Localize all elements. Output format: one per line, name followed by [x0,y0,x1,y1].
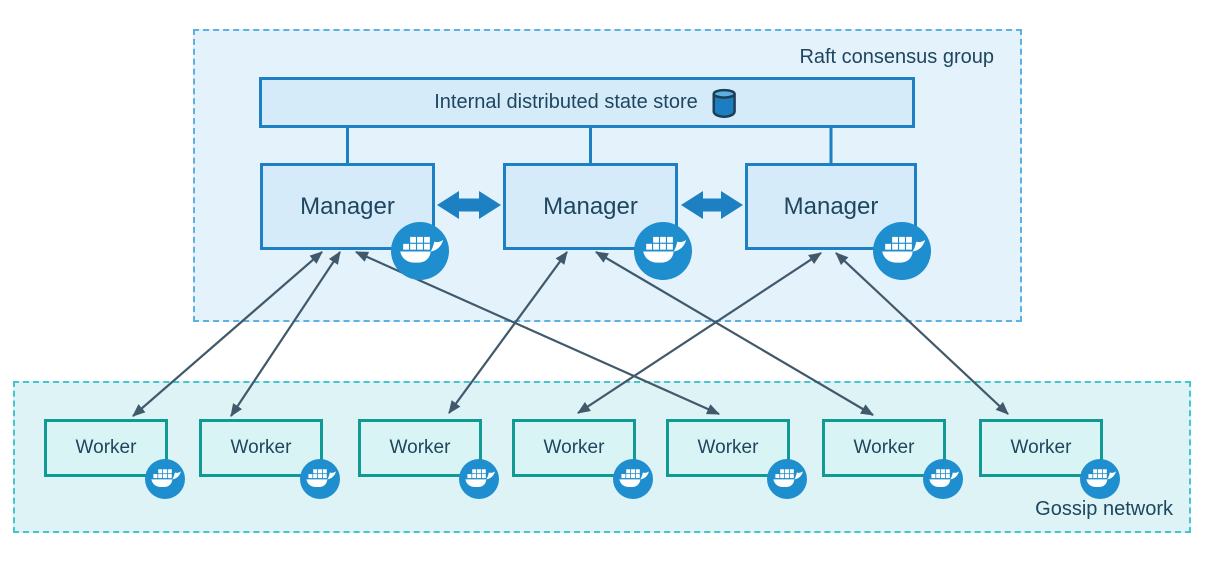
worker-label: Worker [1010,437,1072,458]
worker-label: Worker [389,437,451,458]
manager-label: Manager [783,192,879,220]
manager-node-1: Manager [260,163,435,250]
worker-node-4: Worker [512,419,636,477]
worker-node-5: Worker [666,419,790,477]
worker-label: Worker [697,437,759,458]
worker-node-3: Worker [358,419,482,477]
worker-node-6: Worker [822,419,946,477]
database-cylinder-icon [710,86,740,120]
raft-group-label: Raft consensus group [799,46,994,68]
manager-label: Manager [543,192,638,220]
worker-label: Worker [853,437,915,458]
worker-node-7: Worker [979,419,1103,477]
worker-label: Worker [75,437,137,458]
worker-label: Worker [230,437,292,458]
manager-node-3: Manager [745,163,917,250]
manager-label: Manager [300,192,395,220]
state-store-box: Internal distributed state store [259,77,915,128]
worker-node-2: Worker [199,419,323,477]
worker-label: Worker [543,437,605,458]
worker-node-1: Worker [44,419,168,477]
state-store-label: Internal distributed state store [434,91,698,113]
gossip-network-label: Gossip network [1035,498,1173,520]
manager-node-2: Manager [503,163,678,250]
